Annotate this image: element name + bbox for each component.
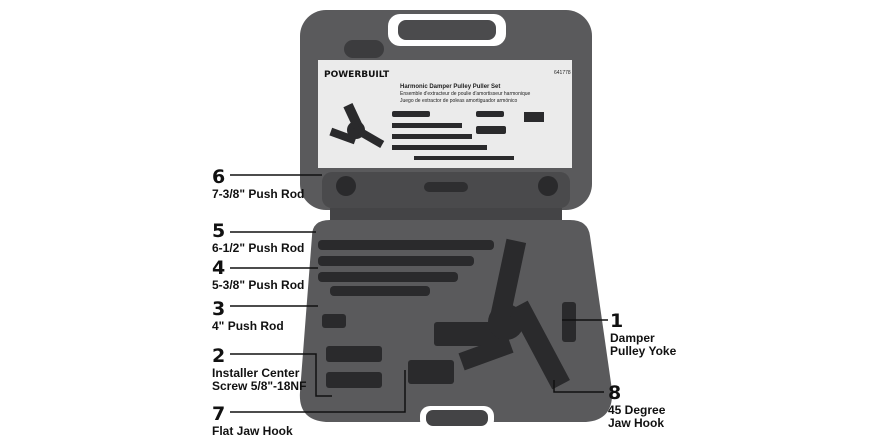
lid-handle-bar (398, 20, 496, 40)
callout-4: 4 5-3/8" Push Rod (212, 257, 305, 292)
callout-number: 2 (212, 345, 226, 367)
callout-number: 5 (212, 220, 226, 242)
callout-label: 5-3/8" Push Rod (212, 277, 305, 292)
callout-label: 45 Degree (608, 402, 666, 417)
callout-number: 8 (608, 382, 622, 404)
card-title-es: Juego de extractor de poleas amortiguado… (400, 98, 518, 104)
card-yoke-graphic (329, 103, 385, 148)
base-handle-bar (426, 410, 488, 426)
callout-label-line2: Jaw Hook (608, 415, 665, 430)
callout-number: 3 (212, 298, 226, 320)
lid-slot-center (424, 182, 468, 192)
callout-label-line2: Screw 5/8"-18NF (212, 378, 307, 393)
callout-label-line2: Pulley Yoke (610, 343, 677, 358)
callout-5: 5 6-1/2" Push Rod (212, 220, 305, 255)
callout-8: 8 45 Degree Jaw Hook (608, 382, 666, 430)
flat-jaw-hooks (326, 346, 454, 388)
callout-7: 7 Flat Jaw Hook (212, 403, 293, 438)
card-title-fr: Ensemble d'extracteur de poulie d'amorti… (400, 91, 531, 97)
callout-number: 1 (610, 310, 624, 332)
callout-2: 2 Installer Center Screw 5/8"-18NF (212, 345, 307, 393)
callout-label: Damper (610, 330, 655, 345)
callout-label: 6-1/2" Push Rod (212, 240, 305, 255)
case-hinge (330, 208, 562, 222)
card-brand: POWERBUILT (324, 70, 390, 80)
callout-number: 6 (212, 166, 226, 188)
callout-1: 1 Damper Pulley Yoke (610, 310, 677, 358)
callout-label: 4" Push Rod (212, 318, 284, 333)
card-part-number: 641778 (554, 70, 571, 76)
callout-label: Flat Jaw Hook (212, 423, 293, 438)
callout-3: 3 4" Push Rod (212, 298, 284, 333)
case-base (299, 220, 613, 422)
callout-leader-lines (230, 174, 608, 413)
callout-number: 4 (212, 257, 226, 279)
card-title-en: Harmonic Damper Pulley Puller Set (400, 84, 501, 90)
lid-latch-left (336, 176, 356, 196)
callout-label: 7-3/8" Push Rod (212, 186, 305, 201)
lid-recess-left (344, 40, 384, 58)
callout-label: Installer Center (212, 365, 300, 380)
card-barcode (524, 112, 544, 122)
damper-pulley-yoke (434, 238, 576, 390)
lid-latch-right (538, 176, 558, 196)
push-rods (318, 240, 494, 328)
card-rods-graphic (392, 111, 514, 160)
callout-6: 6 7-3/8" Push Rod (212, 166, 305, 201)
callout-number: 7 (212, 403, 226, 425)
